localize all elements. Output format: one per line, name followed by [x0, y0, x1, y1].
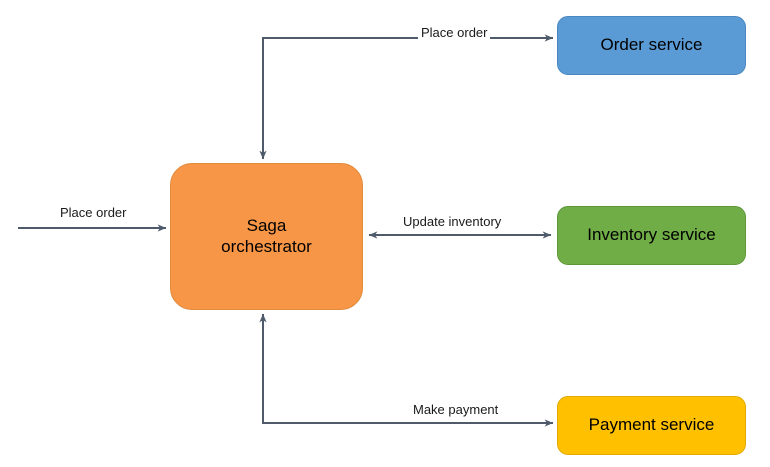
edge-payment-make [259, 313, 554, 427]
edge-label-order-place-order: Place order [418, 25, 491, 40]
node-order-service-label: Order service [600, 35, 703, 55]
node-inventory-service-label: Inventory service [587, 225, 716, 245]
edge-label-incoming-place-order: Place order [57, 205, 130, 220]
node-inventory-service[interactable]: Inventory service [557, 206, 746, 265]
edge-label-payment-make: Make payment [410, 402, 502, 417]
edge-order-place-order [259, 34, 554, 160]
node-order-service[interactable]: Order service [557, 16, 746, 75]
edge-label-inventory-update: Update inventory [400, 214, 505, 229]
node-payment-service[interactable]: Payment service [557, 396, 746, 455]
node-saga-orchestrator-label: Saga orchestrator [221, 216, 312, 256]
node-payment-service-label: Payment service [588, 415, 715, 435]
node-saga-orchestrator[interactable]: Saga orchestrator [170, 163, 363, 310]
